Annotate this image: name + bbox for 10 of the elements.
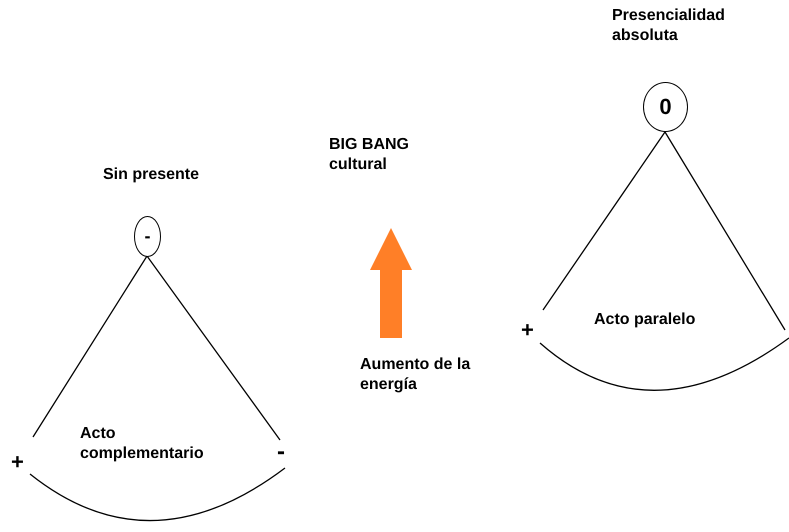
node-caption: Presencialidad absoluta: [612, 6, 726, 46]
node-caption: Sin presente: [103, 165, 200, 185]
circle-node: 0: [643, 82, 688, 132]
sign-label: +: [521, 320, 535, 340]
heading-label: BIG BANG cultural: [329, 135, 410, 175]
part-label: Acto paralelo: [594, 310, 696, 330]
sign-label: -: [277, 442, 286, 462]
sign-label: +: [11, 452, 25, 472]
circle-node: -: [134, 216, 161, 257]
caption-label: Aumento de la energía: [360, 355, 472, 395]
